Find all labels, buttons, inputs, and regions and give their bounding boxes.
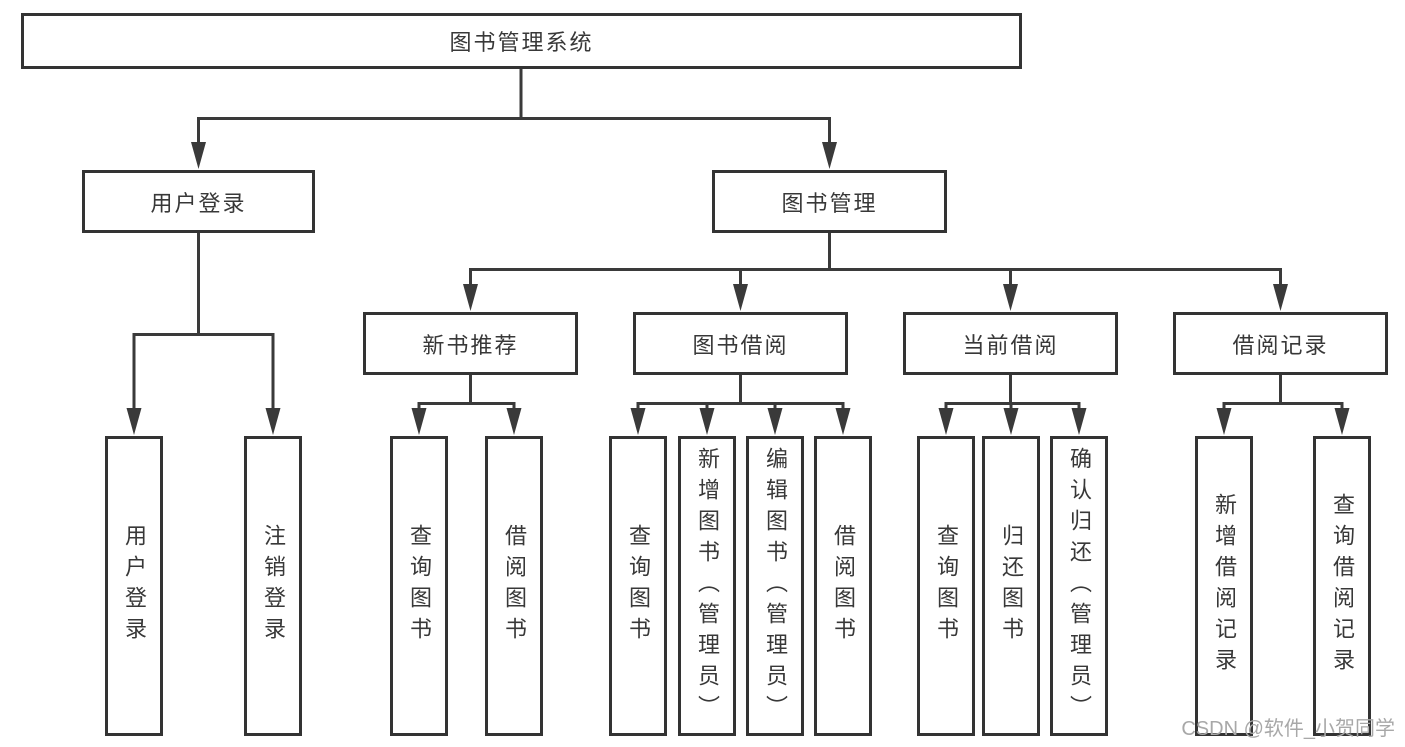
leaf-query-borrow-record-label: 查询借阅记录 [1330,493,1355,679]
leaf-user-login: 用户登录 [105,436,163,736]
tree-edges [132,69,1344,411]
leaf-logout-label: 注销登录 [261,524,286,648]
leaf-add-borrow-record: 新增借阅记录 [1195,436,1253,736]
node-book-management-label: 图书管理 [781,190,878,216]
node-user-login: 用户登录 [82,170,315,233]
leaf-confirm-return-admin: 确认归还（管理员） [1050,436,1108,736]
node-user-login-label: 用户登录 [150,190,247,216]
leaf-add-book-admin: 新增图书（管理员） [678,436,736,736]
node-borrow-records: 借阅记录 [1173,312,1388,375]
leaf-confirm-return-admin-label: 确认归还（管理员） [1067,446,1092,726]
leaf-logout: 注销登录 [244,436,302,736]
node-new-book-recommend-label: 新书推荐 [422,332,519,358]
node-current-borrow: 当前借阅 [903,312,1118,375]
leaf-return-books: 归还图书 [982,436,1040,736]
leaf-query-books-current-label: 查询图书 [934,524,959,648]
leaf-borrow-books: 借阅图书 [814,436,872,736]
node-borrow-records-label: 借阅记录 [1232,332,1329,358]
leaf-query-books-current: 查询图书 [917,436,975,736]
csdn-watermark: CSDN @软件_小贺同学 [1181,718,1395,740]
node-book-borrow-label: 图书借阅 [692,332,789,358]
leaf-query-books-borrow-label: 查询图书 [626,524,651,648]
leaf-query-books-recommend: 查询图书 [390,436,448,736]
leaf-borrow-books-recommend: 借阅图书 [485,436,543,736]
arrowheads [126,142,1350,435]
leaf-borrow-books-label: 借阅图书 [831,524,856,648]
leaf-query-books-borrow: 查询图书 [609,436,667,736]
leaf-borrow-books-recommend-label: 借阅图书 [502,524,527,648]
node-book-borrow: 图书借阅 [633,312,848,375]
leaf-user-login-label: 用户登录 [122,524,147,648]
leaf-add-borrow-record-label: 新增借阅记录 [1212,493,1237,679]
leaf-edit-book-admin-label: 编辑图书（管理员） [763,446,788,726]
node-new-book-recommend: 新书推荐 [363,312,578,375]
leaf-query-borrow-record: 查询借阅记录 [1313,436,1371,736]
node-library-system: 图书管理系统 [21,13,1022,69]
node-library-system-label: 图书管理系统 [449,30,594,55]
leaf-edit-book-admin: 编辑图书（管理员） [746,436,804,736]
leaf-return-books-label: 归还图书 [999,524,1024,648]
node-book-management: 图书管理 [712,170,947,233]
node-current-borrow-label: 当前借阅 [962,332,1059,358]
leaf-add-book-admin-label: 新增图书（管理员） [695,446,720,726]
leaf-query-books-recommend-label: 查询图书 [407,524,432,648]
